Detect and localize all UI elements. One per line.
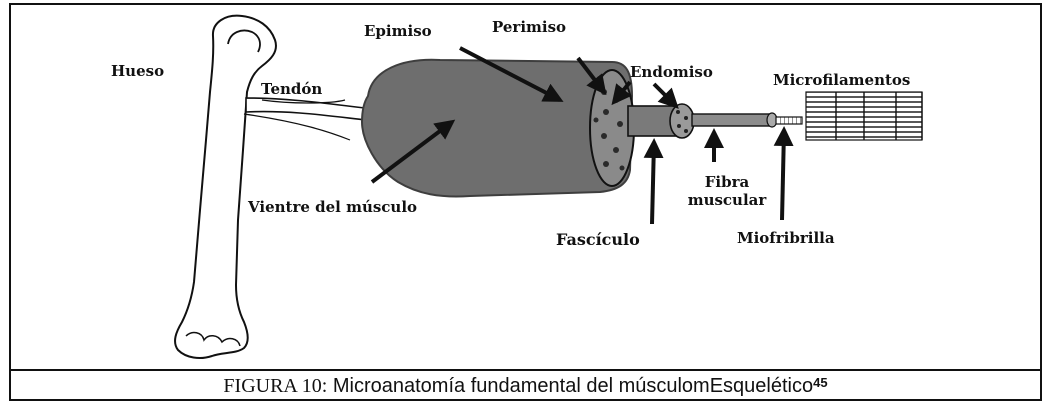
- caption-text: Microanatomía fundamental del músculomEs…: [327, 375, 813, 398]
- figure-caption: FIGURA 10: Microanatomía fundamental del…: [9, 371, 1042, 401]
- caption-reference: 45: [813, 375, 827, 390]
- figure-frame: [9, 3, 1042, 401]
- caption-label: FIGURA 10:: [223, 375, 327, 398]
